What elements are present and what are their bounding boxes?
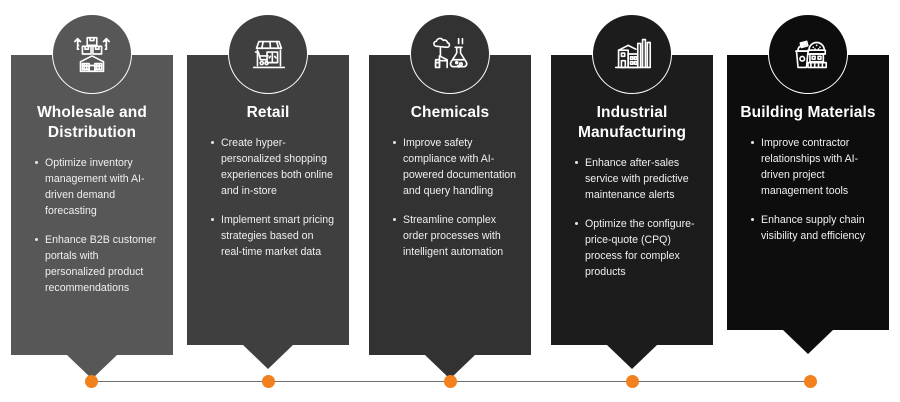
timeline-dot[interactable]	[444, 375, 457, 388]
card-bullet-list: Optimize inventory management with AI-dr…	[23, 155, 161, 297]
list-item: Implement smart pricing strategies based…	[211, 212, 335, 260]
card-arrow-pointer	[243, 345, 293, 369]
card-wholesale-and-distribution[interactable]: Wholesale and Distribution Optimize inve…	[11, 14, 173, 379]
list-item: Improve contractor relationships with AI…	[751, 135, 875, 199]
card-industrial-manufacturing[interactable]: Industrial Manufacturing Enhance after-s…	[551, 14, 713, 369]
card-building-materials[interactable]: Building Materials Improve contractor re…	[727, 14, 889, 354]
list-item: Enhance B2B customer portals with person…	[35, 232, 159, 296]
card-title: Retail	[246, 104, 290, 121]
card-bullet-list: Improve safety compliance with AI-powere…	[381, 135, 519, 261]
card-bullet-list: Improve contractor relationships with AI…	[739, 135, 877, 245]
storefront-shopping-cart-icon	[228, 14, 308, 94]
list-item: Create hyper-personalized shopping exper…	[211, 135, 335, 199]
list-item: Streamline complex order processes with …	[393, 212, 517, 260]
timeline-dot[interactable]	[626, 375, 639, 388]
list-item: Optimize inventory management with AI-dr…	[35, 155, 159, 219]
timeline-dot[interactable]	[262, 375, 275, 388]
chemical-plant-flask-icon	[410, 14, 490, 94]
bucket-gravel-bricks-icon	[768, 14, 848, 94]
card-bullet-list: Enhance after-sales service with predict…	[563, 155, 701, 281]
card-arrow-pointer	[607, 345, 657, 369]
card-title: Building Materials	[740, 104, 876, 121]
list-item: Improve safety compliance with AI-powere…	[393, 135, 517, 199]
card-bullet-list: Create hyper-personalized shopping exper…	[199, 135, 337, 261]
card-body: Industrial Manufacturing Enhance after-s…	[551, 14, 713, 345]
card-arrow-pointer	[783, 330, 833, 354]
card-retail[interactable]: Retail Create hyper-personalized shoppin…	[187, 14, 349, 369]
card-chemicals[interactable]: Chemicals Improve safety compliance with…	[369, 14, 531, 379]
factory-icon	[592, 14, 672, 94]
card-body: Wholesale and Distribution Optimize inve…	[11, 14, 173, 355]
list-item: Optimize the configure-price-quote (CPQ)…	[575, 216, 699, 280]
warehouse-boxes-icon	[52, 14, 132, 94]
card-body: Retail Create hyper-personalized shoppin…	[187, 14, 349, 345]
card-title: Chemicals	[410, 104, 490, 121]
list-item: Enhance after-sales service with predict…	[575, 155, 699, 203]
card-title: Industrial Manufacturing	[577, 104, 687, 141]
card-body: Chemicals Improve safety compliance with…	[369, 14, 531, 355]
timeline-dot[interactable]	[804, 375, 817, 388]
card-body: Building Materials Improve contractor re…	[727, 14, 889, 330]
timeline-dot[interactable]	[85, 375, 98, 388]
card-title: Wholesale and Distribution	[37, 104, 147, 141]
list-item: Enhance supply chain visibility and effi…	[751, 212, 875, 244]
